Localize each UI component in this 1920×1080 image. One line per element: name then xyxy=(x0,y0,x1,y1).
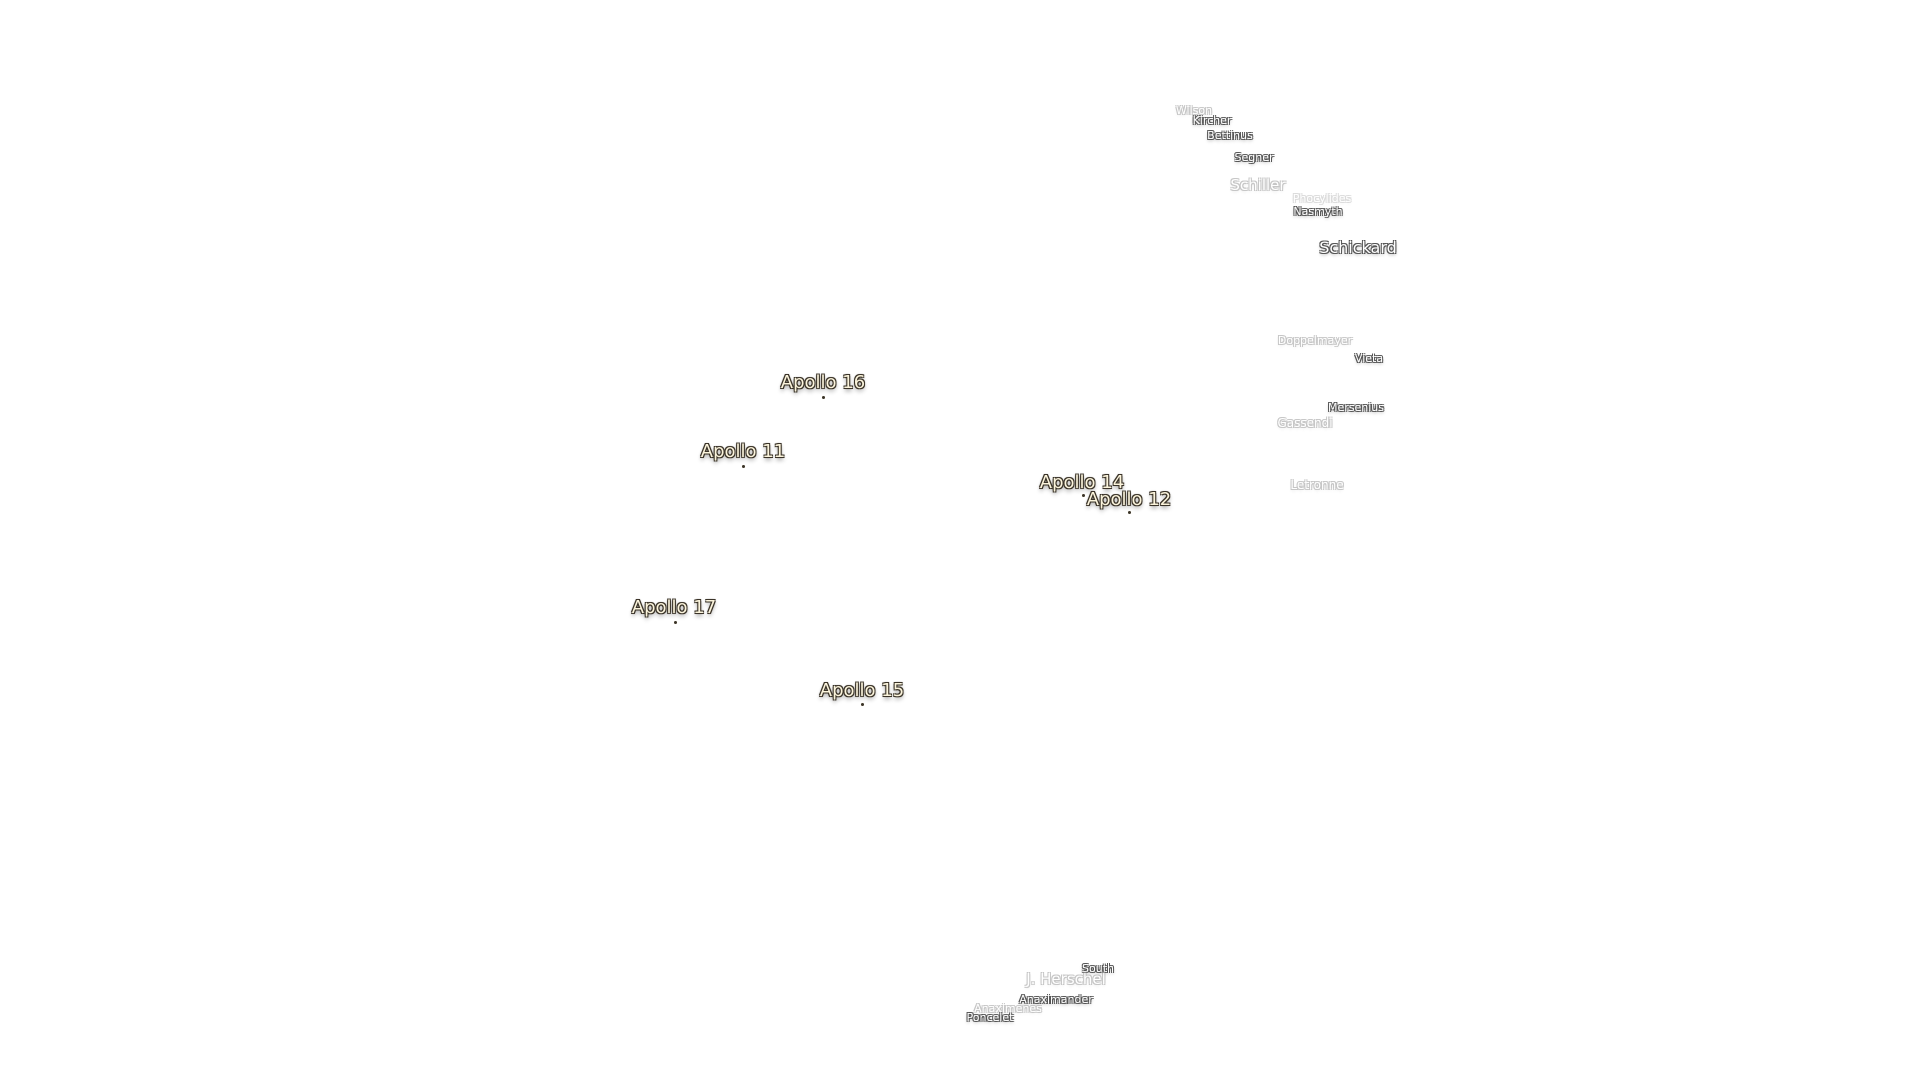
crater-label-mersenius[interactable]: Mersenius xyxy=(1327,401,1385,414)
crater-label-wilson[interactable]: Wilson xyxy=(1175,104,1213,117)
crater-label-letronne[interactable]: Letronne xyxy=(1290,478,1344,492)
apollo-11-site-marker[interactable] xyxy=(742,465,745,468)
apollo-17-site-marker[interactable] xyxy=(674,621,677,624)
apollo-12-label[interactable]: Apollo 12 xyxy=(1086,489,1172,510)
crater-label-schickard[interactable]: Schickard xyxy=(1319,238,1397,257)
apollo-15-site-marker[interactable] xyxy=(861,703,864,706)
crater-label-anaximenes[interactable]: Anaximenes xyxy=(974,1002,1042,1015)
crater-label-doppelmayer[interactable]: Doppelmayer xyxy=(1277,334,1353,347)
crater-label-vieta[interactable]: Vieta xyxy=(1354,352,1384,365)
crater-label-schiller[interactable]: Schiller xyxy=(1230,176,1286,194)
apollo-16-label[interactable]: Apollo 16 xyxy=(780,372,866,393)
crater-label-j-herschel[interactable]: J. Herschel xyxy=(1026,970,1106,988)
crater-label-poncelet[interactable]: Poncelet xyxy=(966,1011,1014,1024)
apollo-12-site-marker[interactable] xyxy=(1128,511,1131,514)
apollo-14-site-marker[interactable] xyxy=(1082,494,1085,497)
crater-label-south[interactable]: South xyxy=(1082,962,1114,975)
apollo-11-label[interactable]: Apollo 11 xyxy=(700,441,786,462)
apollo-17-label[interactable]: Apollo 17 xyxy=(631,597,717,618)
apollo-16-site-marker[interactable] xyxy=(822,396,825,399)
crater-label-bettinus[interactable]: Bettinus xyxy=(1207,129,1253,142)
crater-label-phocylides[interactable]: Phocylides xyxy=(1292,192,1352,205)
crater-label-segner[interactable]: Segner xyxy=(1234,151,1274,164)
crater-label-nasmyth[interactable]: Nasmyth xyxy=(1293,205,1343,218)
apollo-15-label[interactable]: Apollo 15 xyxy=(819,680,905,701)
apollo-14-label[interactable]: Apollo 14 xyxy=(1039,472,1125,493)
crater-label-gassendi[interactable]: Gassendi xyxy=(1277,416,1333,430)
crater-label-kircher[interactable]: Kircher xyxy=(1192,114,1232,127)
crater-label-anaximander[interactable]: Anaximander xyxy=(1019,993,1093,1006)
